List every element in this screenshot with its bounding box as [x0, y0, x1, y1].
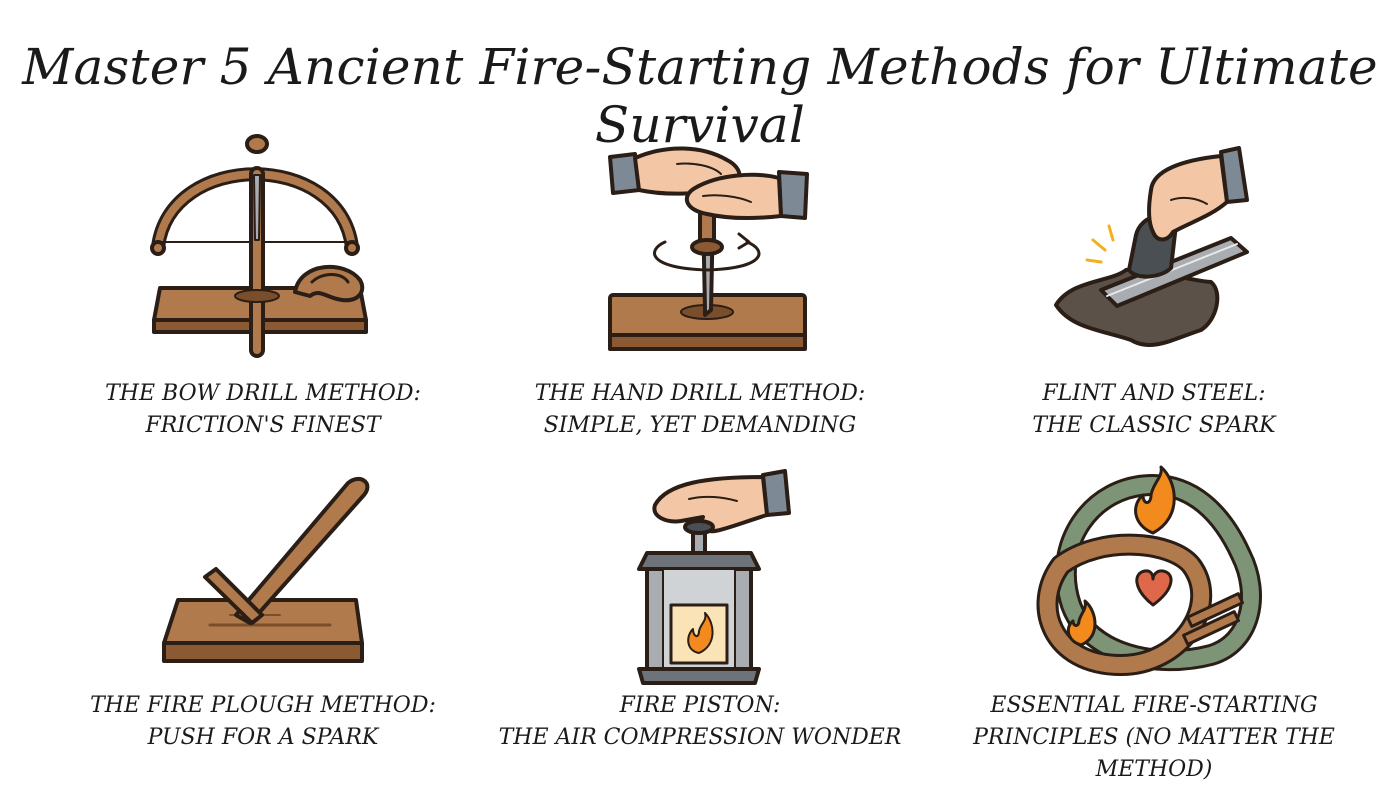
method-flint-and-steel: FLINT AND STEEL: THE CLASSIC SPARK — [921, 130, 1387, 450]
caption-line-2: SIMPLE, YET DEMANDING — [543, 413, 857, 438]
hand-drill-icon — [608, 146, 809, 351]
method-caption: THE FIRE PLOUGH METHOD: PUSH FOR A SPARK — [30, 690, 496, 754]
caption-line-1: THE HAND DRILL METHOD: — [534, 381, 866, 406]
caption-line-2: FRICTION'S FINEST — [145, 413, 381, 438]
method-fire-piston: FIRE PISTON: THE AIR COMPRESSION WONDER — [467, 455, 933, 775]
method-fire-principles: ESSENTIAL FIRE-STARTING PRINCIPLES (NO M… — [921, 455, 1387, 782]
page-title: Master 5 Ancient Fire-Starting Methods f… — [22, 38, 1378, 154]
caption-line-2: THE CLASSIC SPARK — [1032, 413, 1276, 438]
fire-principles-knot-icon — [1036, 465, 1262, 676]
method-hand-drill: THE HAND DRILL METHOD: SIMPLE, YET DEMAN… — [467, 130, 933, 450]
caption-line-1: THE FIRE PLOUGH METHOD: — [90, 693, 436, 718]
fire-plough-icon — [162, 476, 370, 663]
caption-line-1: ESSENTIAL FIRE-STARTING — [990, 693, 1318, 718]
caption-line-1: FIRE PISTON: — [619, 693, 781, 718]
method-fire-plough: THE FIRE PLOUGH METHOD: PUSH FOR A SPARK — [30, 455, 496, 775]
flint-and-steel-icon — [1054, 146, 1249, 347]
caption-line-2: PUSH FOR A SPARK — [147, 725, 379, 750]
fire-piston-icon — [637, 469, 791, 685]
method-caption: THE BOW DRILL METHOD: FRICTION'S FINEST — [30, 378, 496, 442]
bow-drill-icon — [150, 134, 368, 358]
caption-line-2: THE AIR COMPRESSION WONDER — [498, 725, 902, 750]
caption-line-1: THE BOW DRILL METHOD: — [105, 381, 421, 406]
method-caption: THE HAND DRILL METHOD: SIMPLE, YET DEMAN… — [467, 378, 933, 442]
method-caption: ESSENTIAL FIRE-STARTING PRINCIPLES (NO M… — [921, 690, 1387, 786]
method-caption: FLINT AND STEEL: THE CLASSIC SPARK — [921, 378, 1387, 442]
caption-line-2: PRINCIPLES (NO MATTER THE METHOD) — [973, 725, 1335, 782]
method-caption: FIRE PISTON: THE AIR COMPRESSION WONDER — [467, 690, 933, 754]
method-bow-drill: THE BOW DRILL METHOD: FRICTION'S FINEST — [30, 130, 496, 450]
caption-line-1: FLINT AND STEEL: — [1042, 381, 1266, 406]
